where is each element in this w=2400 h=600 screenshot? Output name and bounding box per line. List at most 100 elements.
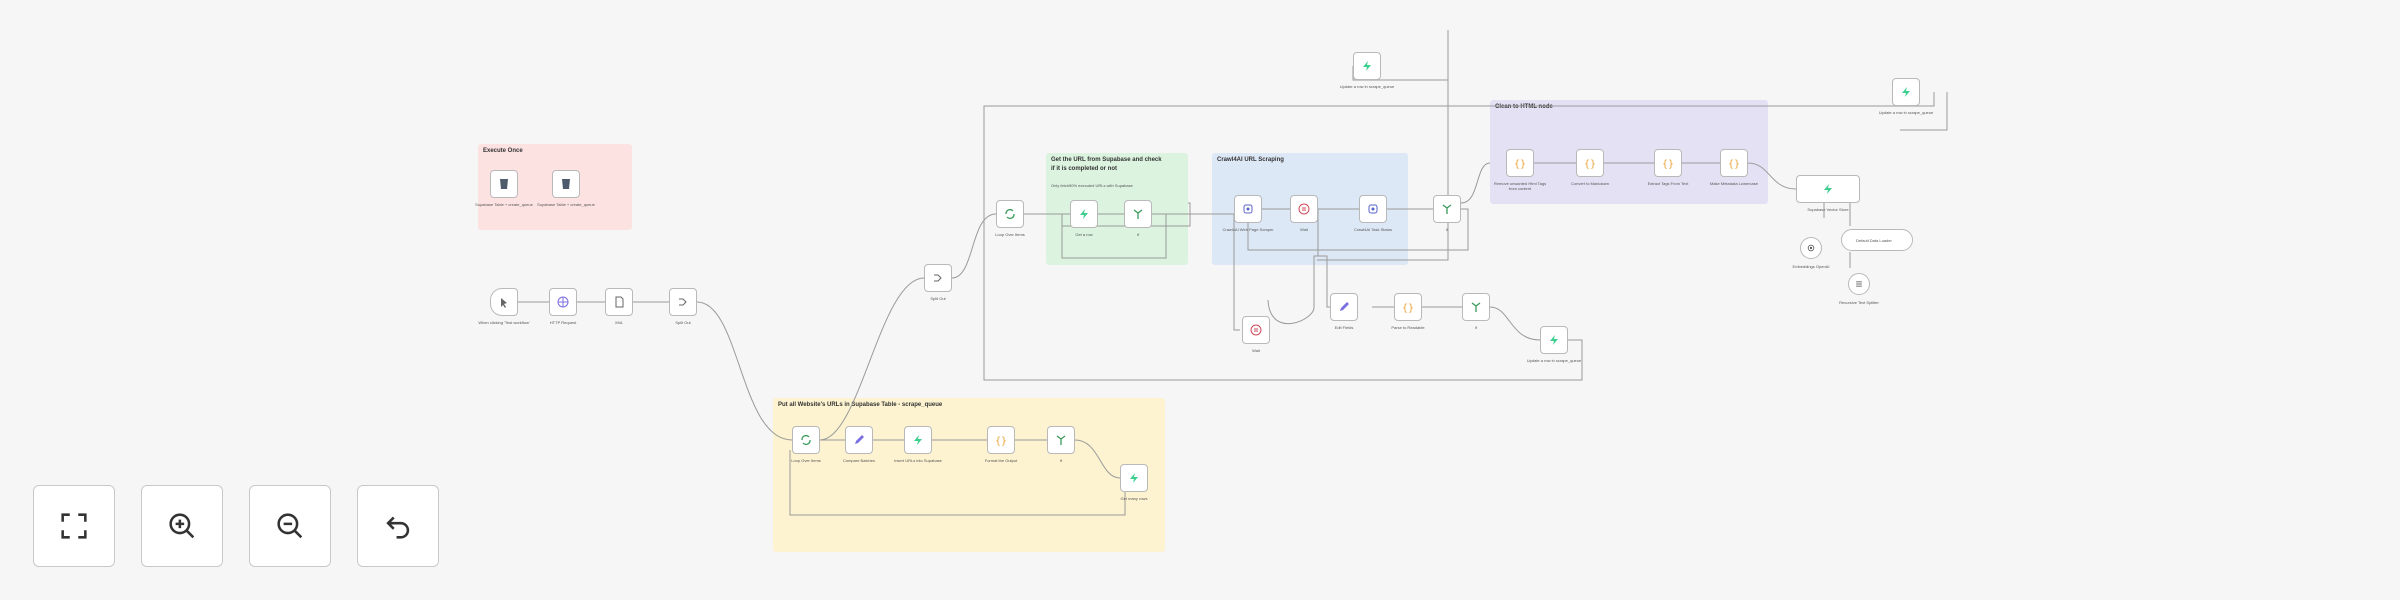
cursor-click-icon <box>501 298 507 308</box>
node-supabase-vector-store[interactable]: Supabase Vector Store <box>1796 175 1860 212</box>
node-extract-tags[interactable]: {} Extract Tags From Text <box>1648 149 1688 186</box>
node-label: Split Out <box>930 296 946 301</box>
if-icon <box>1471 302 1481 312</box>
node-label: Compare Batches <box>842 458 875 463</box>
group-put-urls: Put all Website's URLs in Supabase Table… <box>773 398 1165 552</box>
node-compare-batches[interactable]: Compare Batches <box>843 426 875 463</box>
globe-icon <box>557 296 569 308</box>
group-title: Get the URL from Supabase and check <box>1051 157 1162 163</box>
zoom-in-button[interactable] <box>141 485 223 567</box>
node-label: Supabase Table + create_queue <box>475 202 533 207</box>
node-default-data-loader[interactable]: Default Data Loader <box>1841 229 1913 251</box>
loop-icon <box>1005 209 1015 219</box>
code-icon: {} <box>1584 159 1596 170</box>
node-loop-over-items-1[interactable]: Loop Over Items <box>995 200 1025 237</box>
split-icon <box>679 298 687 306</box>
node-format-output[interactable]: {} Format the Output <box>985 426 1017 463</box>
node-supabase-create-queue-1[interactable]: Supabase Table + create_queue <box>475 170 533 207</box>
node-label: Crawl4AI Task Status <box>1354 227 1392 232</box>
node-parse-readable[interactable]: {} Parse to Readable <box>1391 293 1425 330</box>
node-metadata-lowercase[interactable]: {} Make Metadata Lowercase <box>1710 149 1758 186</box>
zoom-out-button[interactable] <box>249 485 331 567</box>
node-recursive-text-splitter[interactable]: Recursive Text Splitter <box>1839 273 1879 305</box>
node-if-1[interactable]: If <box>1124 200 1152 237</box>
group-get-url: Get the URL from Supabase and check if i… <box>1046 153 1188 265</box>
node-split-out-1[interactable]: Split Out <box>669 288 697 325</box>
node-convert-markdown[interactable]: {} Convert to Markdown <box>1571 149 1609 186</box>
node-split-out-2[interactable]: Split Out <box>924 264 952 301</box>
node-get-a-row[interactable]: Get a row <box>1070 200 1098 237</box>
node-label: If <box>1445 227 1449 232</box>
node-label: If <box>1474 325 1478 330</box>
node-label: Update a row in scrape_queue <box>1526 358 1582 363</box>
supabase-icon <box>1902 87 1910 97</box>
node-label: If <box>1136 232 1140 237</box>
node-label: Loop Over Items <box>791 458 821 463</box>
pencil-icon <box>1340 302 1349 311</box>
pause-icon <box>1250 324 1262 336</box>
pencil-icon <box>855 435 864 444</box>
node-label: Embeddings OpenAI <box>1792 264 1830 269</box>
node-label: Remove unwanted Html Tags from content <box>1493 181 1547 191</box>
svg-text:{}: {} <box>995 436 1007 447</box>
node-insert-urls[interactable]: Insert URLs into Supabase <box>894 426 942 463</box>
node-crawl4ai-scraper[interactable]: Crawl4AI Web Page Scraper <box>1222 195 1274 232</box>
node-label: If <box>1059 458 1063 463</box>
crawl-icon <box>1243 204 1253 214</box>
node-edit-fields[interactable]: Edit Fields <box>1330 293 1358 330</box>
node-if-3[interactable]: If <box>1462 293 1490 330</box>
node-label: Wait <box>1300 227 1308 232</box>
node-crawl4ai-task-status[interactable]: Crawl4AI Task Status <box>1354 195 1392 232</box>
supabase-icon <box>1824 184 1832 194</box>
node-label: Edit Fields <box>1334 325 1354 330</box>
node-label: Update a row in scrape_queue <box>1339 84 1395 89</box>
node-label: Make Metadata Lowercase <box>1709 181 1759 186</box>
group-subtitle: Only fetch50% executed URLs with Supabas… <box>1051 183 1133 188</box>
splitter-icon <box>1856 281 1862 287</box>
node-remove-html-tags[interactable]: {} Remove unwanted Html Tags from conten… <box>1494 149 1546 191</box>
node-label: Crawl4AI Web Page Scraper <box>1222 227 1274 232</box>
node-if-2[interactable]: If <box>1433 195 1461 232</box>
node-label: Convert to Markdown <box>1570 181 1609 186</box>
node-label: Get many rows <box>1120 496 1148 501</box>
node-manual-trigger[interactable]: When clicking 'Test workflow' <box>478 288 530 325</box>
loop-icon <box>801 435 811 445</box>
node-update-row-lower[interactable]: Update a row in scrape_queue <box>1527 326 1581 363</box>
node-embeddings-openai[interactable]: Embeddings OpenAI <box>1793 237 1829 269</box>
node-http-request[interactable]: HTTP Request <box>549 288 577 325</box>
node-label: Wait <box>1252 348 1260 353</box>
reset-zoom-button[interactable] <box>357 485 439 567</box>
node-if-4[interactable]: If <box>1047 426 1075 463</box>
node-label: Loop Over Items <box>995 232 1025 237</box>
if-icon <box>1442 204 1452 214</box>
node-supabase-create-queue-2[interactable]: Supabase Table + create_queue <box>537 170 595 207</box>
node-label: Extract Tags From Text <box>1647 181 1689 186</box>
node-update-row-right[interactable]: Update a row in scrape_queue <box>1879 78 1933 115</box>
node-wait-1[interactable]: Wait <box>1290 195 1318 232</box>
fit-view-icon <box>61 513 87 539</box>
node-wait-2[interactable]: Wait <box>1242 316 1270 353</box>
pause-icon <box>1298 203 1310 215</box>
node-label: HTTP Request <box>549 320 577 325</box>
supabase-icon <box>562 179 570 189</box>
supabase-icon <box>914 435 922 445</box>
zoom-in-icon <box>169 513 195 539</box>
node-xml[interactable]: XML <box>605 288 633 325</box>
svg-text:{}: {} <box>1514 159 1526 170</box>
node-label: Update a row in scrape_queue <box>1878 110 1934 115</box>
node-loop-over-items-2[interactable]: Loop Over Items <box>791 426 821 463</box>
node-label: XML <box>614 320 624 325</box>
node-label: Split Out <box>675 320 691 325</box>
supabase-icon <box>1080 209 1088 219</box>
node-update-row-top[interactable]: Update a row in scrape_queue <box>1340 52 1394 89</box>
fit-view-button[interactable] <box>33 485 115 567</box>
group-title-line2: if it is completed or not <box>1051 166 1118 172</box>
group-title: Execute Once <box>483 148 523 154</box>
node-label: When clicking 'Test workflow' <box>478 320 530 325</box>
node-label: Format the Output <box>984 458 1018 463</box>
code-icon: {} <box>1514 159 1526 170</box>
node-get-many-rows[interactable]: Get many rows <box>1120 464 1148 501</box>
svg-text:{}: {} <box>1728 159 1740 170</box>
